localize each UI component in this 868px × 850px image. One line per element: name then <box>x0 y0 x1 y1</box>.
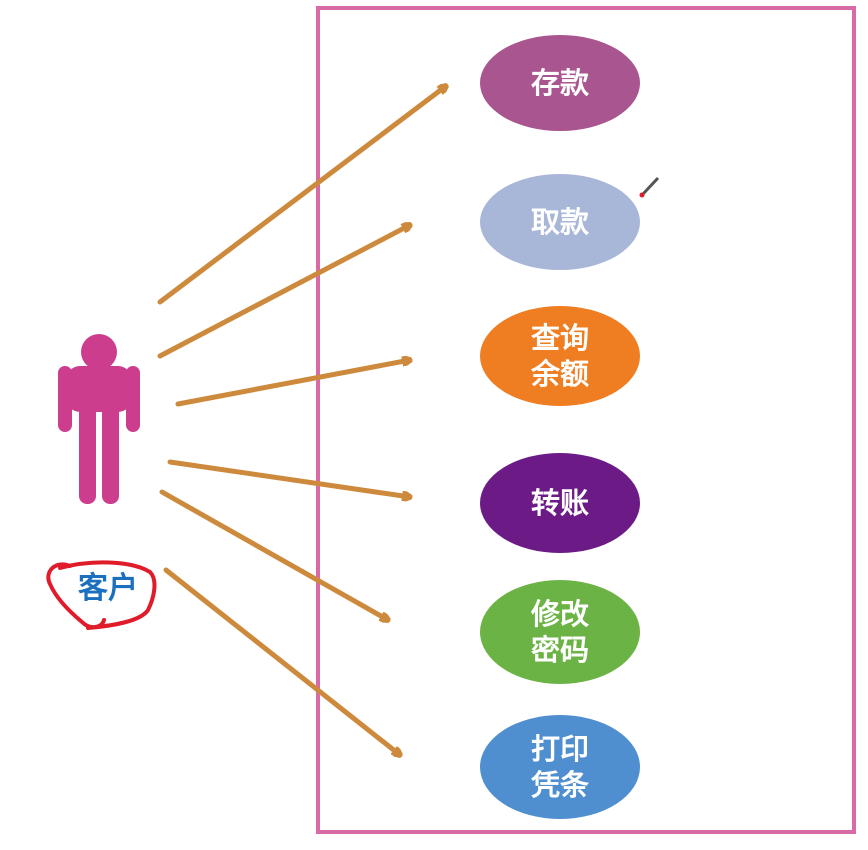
pencil-cursor-icon <box>639 176 660 198</box>
association-arrow-withdraw <box>157 225 410 359</box>
use-case-ellipse <box>480 35 640 131</box>
use-case-label: 打印 <box>531 732 589 766</box>
annotation-scribble <box>46 560 157 630</box>
use-case-label: 修改 <box>530 597 589 631</box>
use-case-withdraw: 取款 <box>480 174 640 270</box>
actor-label: 客户 <box>78 571 138 606</box>
use-case-label: 取款 <box>531 205 590 239</box>
use-case-label: 密码 <box>531 633 589 667</box>
system-boundary <box>316 6 856 834</box>
person-icon <box>58 334 140 504</box>
use-case-ellipse <box>480 715 640 819</box>
association-arrow-deposit <box>157 86 446 305</box>
use-case-label: 查询 <box>531 321 589 355</box>
use-case-transfer: 转账 <box>480 453 640 553</box>
use-case-label: 凭条 <box>530 768 589 802</box>
use-case-label: 转账 <box>531 486 589 520</box>
use-case-ellipse <box>480 306 640 406</box>
association-arrow-print-receipt <box>163 567 400 755</box>
use-case-label: 存款 <box>531 66 590 100</box>
use-case-ellipse <box>480 580 640 684</box>
use-case-ellipse <box>480 453 640 553</box>
association-arrow-query-balance <box>175 360 410 407</box>
association-arrow-change-password <box>159 489 388 620</box>
use-case-ellipse <box>480 174 640 270</box>
association-arrows <box>157 86 446 755</box>
use-case-label: 余额 <box>530 357 589 391</box>
association-arrow-transfer <box>167 459 410 497</box>
use-case-deposit: 存款 <box>480 35 640 131</box>
